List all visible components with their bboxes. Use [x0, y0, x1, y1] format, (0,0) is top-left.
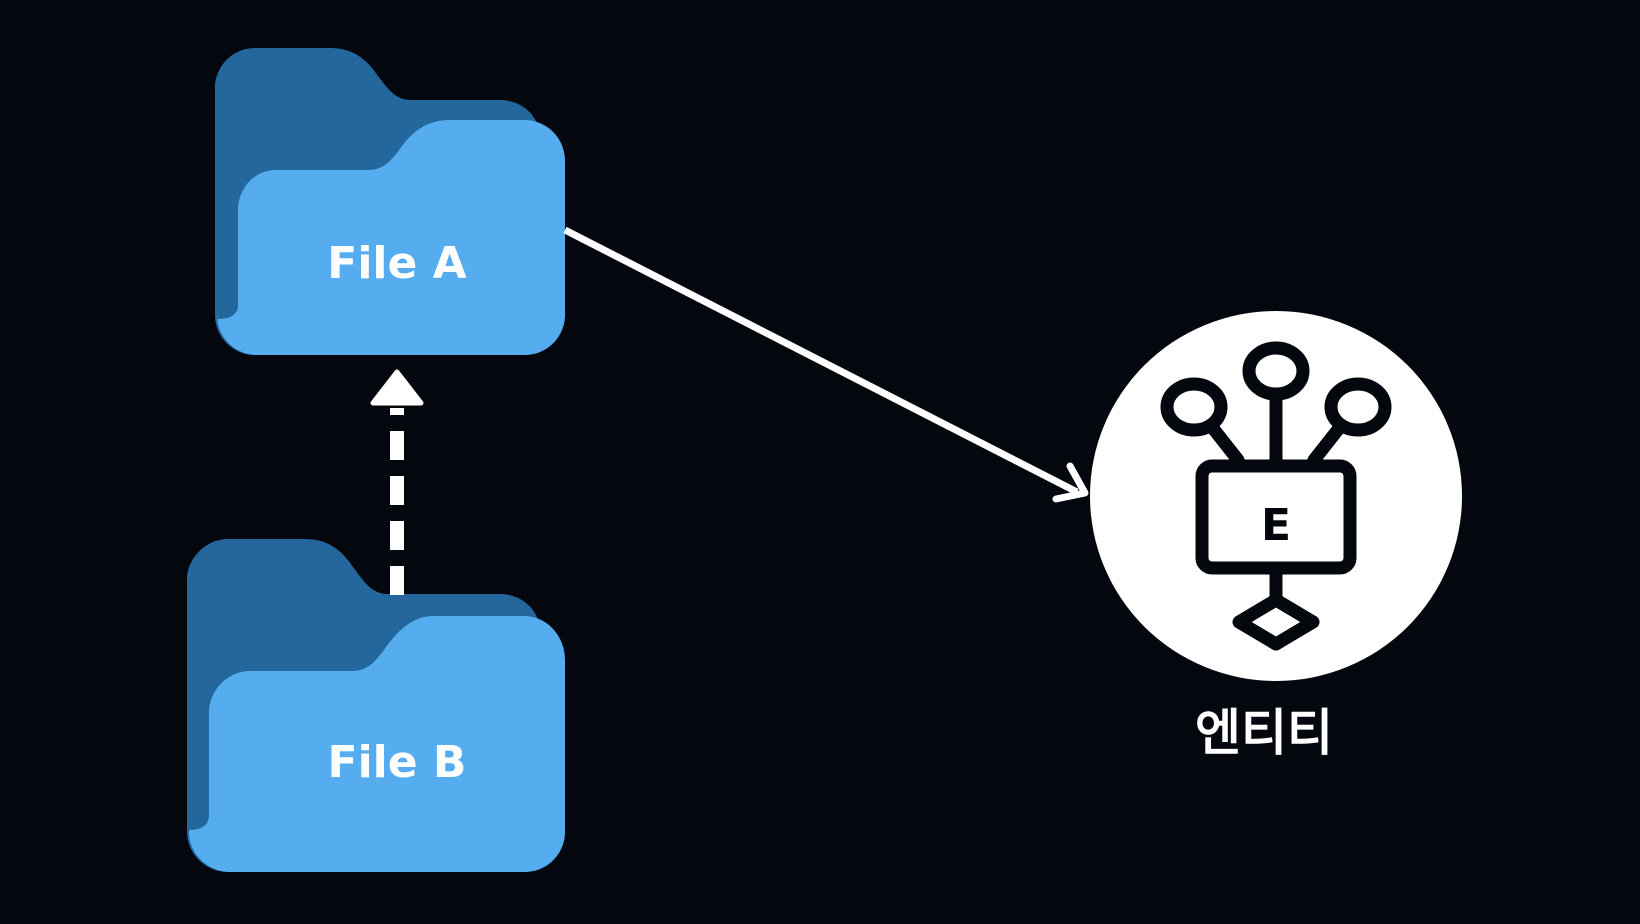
- entity-circle: [1090, 311, 1462, 681]
- folder-front-panel: [217, 120, 565, 355]
- arrow-file-b-to-file-a: [370, 369, 424, 595]
- entity-network-icon: [1160, 341, 1392, 651]
- entity-icon-letter: E: [1261, 500, 1291, 551]
- entity-label: 엔티티: [1195, 704, 1333, 762]
- folder-front-panel: [189, 616, 565, 872]
- entity-node[interactable]: E 엔티티: [1090, 311, 1462, 762]
- file-a-label: File A: [327, 238, 466, 289]
- file-a-folder[interactable]: File A: [215, 48, 565, 355]
- arrow-file-a-to-entity: [563, 226, 1089, 503]
- file-b-label: File B: [328, 737, 467, 788]
- file-b-folder[interactable]: File B: [187, 539, 565, 872]
